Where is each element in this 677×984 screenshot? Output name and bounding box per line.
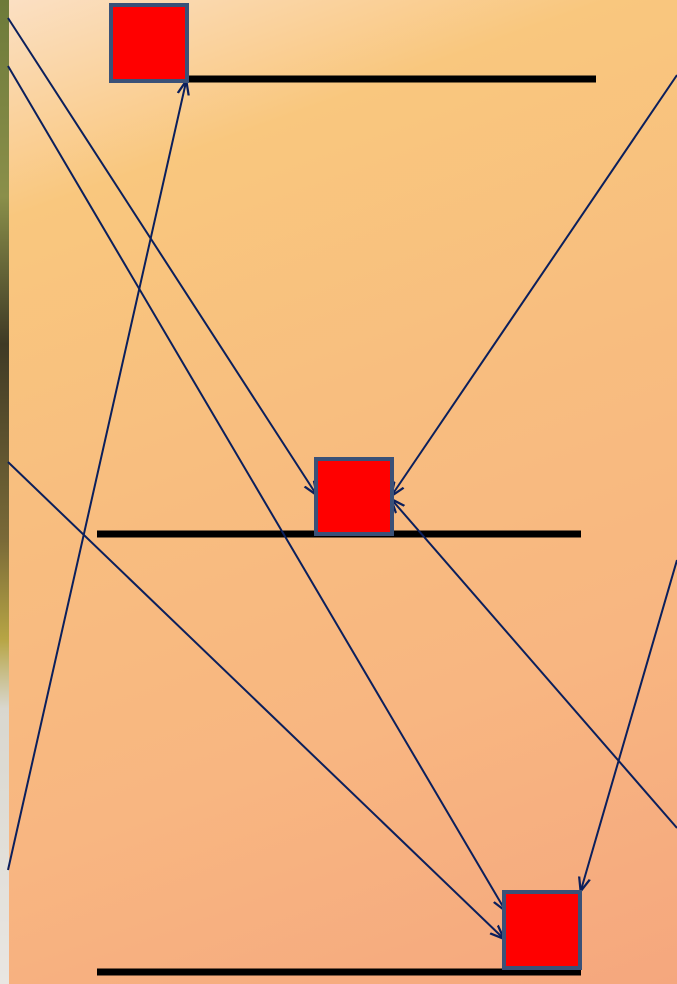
node-middle xyxy=(316,459,392,534)
arrow-to-middle-from-topright xyxy=(392,75,677,495)
arrow-to-bottom-from-topleft xyxy=(8,66,505,910)
arrow-to-middle-from-topleft xyxy=(8,18,316,494)
arrow-to-middle-from-bottomright xyxy=(392,500,677,828)
node-bottom xyxy=(504,892,580,968)
node-top xyxy=(111,5,187,81)
arrow-to-bottom-from-right xyxy=(581,560,677,890)
arrow-to-top-from-bottomleft xyxy=(8,82,186,870)
